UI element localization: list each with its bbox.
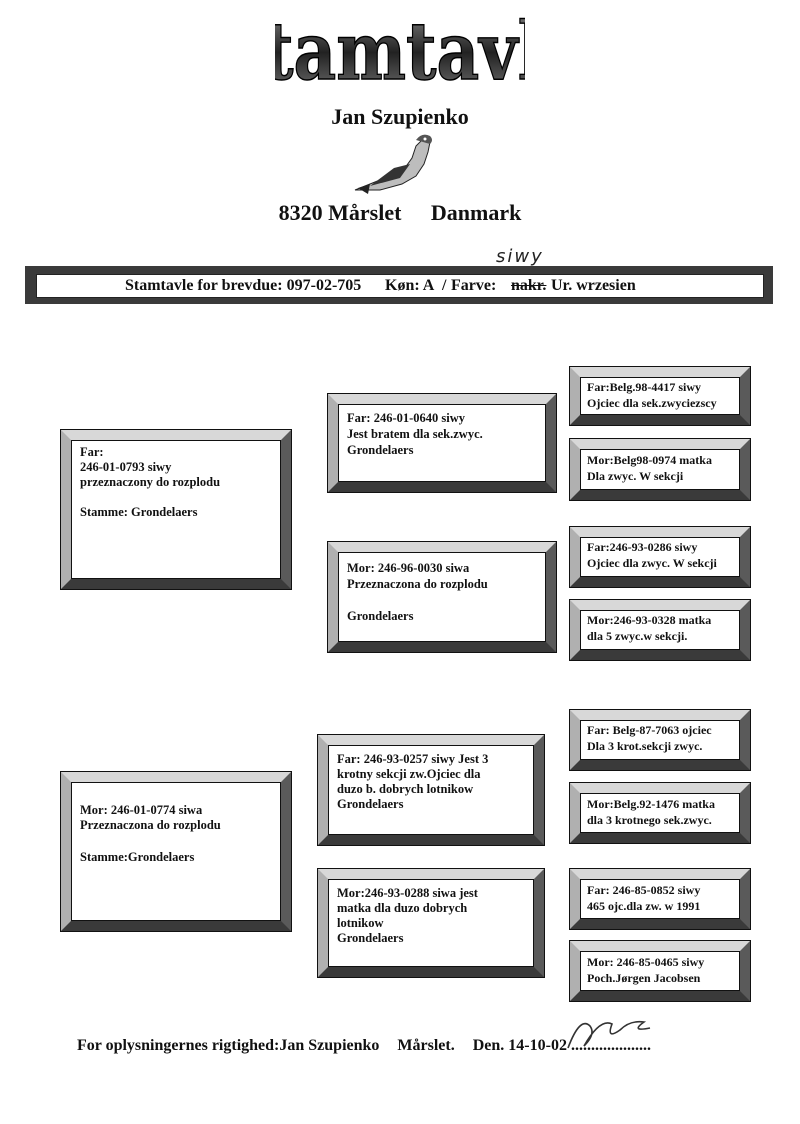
box-line: lotnikow (337, 916, 384, 930)
pigeon-logo (354, 134, 432, 194)
sex-mark: / (442, 277, 447, 294)
sex-label: Køn: A (385, 277, 435, 294)
box-line: 465 ojc.dla zw. w 1991 (587, 899, 701, 913)
pedigree-box-gen3-2: Mor:Belg98-0974 matka Dla zwyc. W sekcji (569, 438, 751, 501)
box-line: Dla 3 krot.sekcji zwyc. (587, 739, 703, 753)
box-line: dla 5 zwyc.w sekcji. (587, 629, 688, 643)
box-line: Mor:Belg98-0974 matka (587, 453, 712, 467)
footer-place: Mårslet. (397, 1037, 455, 1054)
box-line: Mor: 246-01-0774 siwa (80, 803, 203, 817)
color-label: Farve: (451, 277, 497, 294)
pedigree-box-gen3-1: Far:Belg.98-4417 siwy Ojciec dla sek.zwy… (569, 366, 751, 426)
box-line: Stamme:Grondelaers (80, 850, 195, 864)
box-line: przeznaczony do rozplodu (80, 475, 221, 489)
footer-certification: For oplysningernes rigtighed:Jan Szupien… (77, 1037, 655, 1055)
box-line: matka dla duzo dobrych (337, 901, 468, 915)
box-line: Poch.Jørgen Jacobsen (587, 971, 701, 985)
box-line: Mor:246-93-0328 matka (587, 613, 712, 627)
pedigree-box-gen3-6: Mor:Belg.92-1476 matka dla 3 krotnego se… (569, 782, 751, 844)
pedigree-box-mor-far: Far: 246-93-0257 siwy Jest 3 krotny sekc… (317, 734, 545, 846)
box-line: Grondelaers (347, 609, 414, 623)
box-line: Przeznaczona do rozplodu (80, 818, 221, 832)
header-label-box: Stamtavle for brevdue: 097-02-705 Køn: A… (36, 274, 764, 298)
box-line: Mor: 246-96-0030 siwa (347, 561, 470, 575)
pedigree-box-gen3-4: Mor:246-93-0328 matka dla 5 zwyc.w sekcj… (569, 599, 751, 661)
address: 8320 Mårslet Danmark (0, 200, 800, 226)
box-line: Przeznaczona do rozplodu (347, 577, 488, 591)
handwritten-color: siwy (496, 246, 544, 267)
address-country: Danmark (430, 200, 522, 225)
pedigree-box-gen3-3: Far:246-93-0286 siwy Ojciec dla zwyc. W … (569, 526, 751, 588)
address-city: 8320 Mårslet (278, 200, 402, 225)
pedigree-box-gen3-7: Far: 246-85-0852 siwy 465 ojc.dla zw. w … (569, 868, 751, 930)
pedigree-box-far-far: Far: 246-01-0640 siwy Jest bratem dla se… (327, 393, 557, 493)
box-line: Mor: 246-85-0465 siwy (587, 955, 705, 969)
box-line: Mor:Belg.92-1476 matka (587, 797, 715, 811)
color-struck: nakr. (511, 277, 547, 294)
color-value: Ur. wrzesien (551, 277, 636, 294)
box-line: Ojciec dla sek.zwyciezscy (587, 396, 717, 410)
pedigree-box-gen3-5: Far: Belg-87-7063 ojciec Dla 3 krot.sekc… (569, 709, 751, 771)
box-line: Grondelaers (337, 931, 404, 945)
box-line: Jest bratem dla sek.zwyc. (347, 427, 483, 441)
box-line: Far: 246-93-0257 siwy Jest 3 (337, 752, 489, 766)
box-line: Far: 246-01-0640 siwy (347, 411, 466, 425)
pedigree-box-mor: Mor: 246-01-0774 siwa Przeznaczona do ro… (60, 771, 292, 932)
box-line: Grondelaers (347, 443, 414, 457)
pedigree-box-mor-mor: Mor:246-93-0288 siwa jest matka dla duzo… (317, 868, 545, 978)
box-line: Far: 246-85-0852 siwy (587, 883, 701, 897)
box-line: Stamme: Grondelaers (80, 505, 198, 519)
pedigree-box-gen3-8: Mor: 246-85-0465 siwy Poch.Jørgen Jacobs… (569, 940, 751, 1002)
box-line: duzo b. dobrych lotnikow (337, 782, 474, 796)
box-line: Far: Belg-87-7063 ojciec (587, 723, 712, 737)
pedigree-box-far: Far: 246-01-0793 siwy przeznaczony do ro… (60, 429, 292, 590)
box-line: krotny sekcji zw.Ojciec dla (337, 767, 481, 781)
page-title: Stamtavle (275, 6, 525, 100)
footer-text: For oplysningernes rigtighed:Jan Szupien… (77, 1037, 380, 1054)
box-line: Far: (80, 445, 104, 459)
signature-mark (567, 1020, 651, 1049)
pedigree-box-far-mor: Mor: 246-96-0030 siwa Przeznaczona do ro… (327, 541, 557, 653)
box-line: Grondelaers (337, 797, 404, 811)
footer-dots: .................... (570, 1037, 651, 1054)
header-label: Stamtavle for brevdue: 097-02-705 (125, 277, 362, 294)
owner-name: Jan Szupienko (331, 104, 469, 129)
box-line: Dla zwyc. W sekcji (587, 469, 684, 483)
box-line: Ojciec dla zwyc. W sekcji (587, 556, 717, 570)
svg-text:Stamtavle: Stamtavle (275, 6, 525, 98)
box-line: Mor:246-93-0288 siwa jest (337, 886, 478, 900)
box-line: 246-01-0793 siwy (80, 460, 172, 474)
box-line: dla 3 krotnego sek.zwyc. (587, 813, 712, 827)
footer-date: Den. 14-10-02 (472, 1037, 567, 1054)
box-line: Far:Belg.98-4417 siwy (587, 380, 701, 394)
box-line: Far:246-93-0286 siwy (587, 540, 698, 554)
